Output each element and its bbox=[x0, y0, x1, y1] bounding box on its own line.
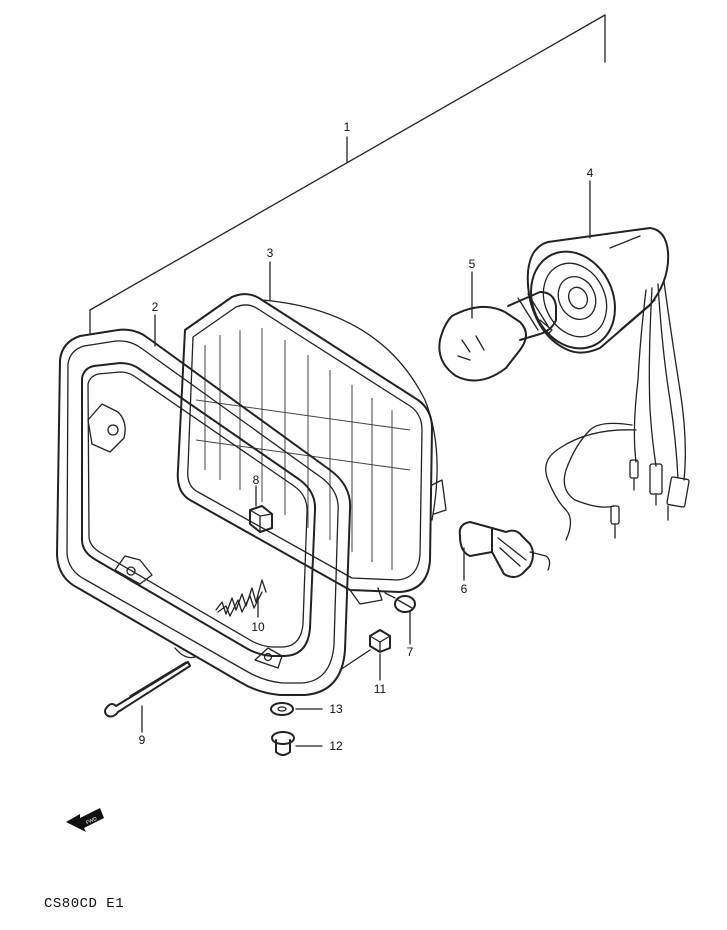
callout-1: 1 bbox=[344, 120, 351, 134]
nut-8 bbox=[249, 505, 273, 533]
callout-3: 3 bbox=[267, 246, 274, 260]
washer-13 bbox=[270, 702, 294, 716]
model-code: CS80CD E1 bbox=[44, 896, 125, 912]
callout-11: 11 bbox=[374, 682, 387, 696]
bulb-socket-with-wires bbox=[526, 227, 690, 541]
forward-arrow-icon: FWD bbox=[66, 808, 104, 832]
position-bulb bbox=[458, 521, 551, 578]
callout-8: 8 bbox=[253, 473, 260, 487]
callout-6: 6 bbox=[461, 582, 468, 596]
nut-11 bbox=[339, 629, 391, 671]
callout-9: 9 bbox=[139, 733, 146, 747]
main-bulb bbox=[438, 291, 557, 382]
callout-13: 13 bbox=[329, 702, 343, 716]
fwd-label: FWD bbox=[85, 816, 98, 826]
screw-7 bbox=[384, 592, 416, 613]
callout-12: 12 bbox=[329, 739, 343, 753]
callout-4: 4 bbox=[587, 166, 594, 180]
spring-10 bbox=[215, 579, 267, 617]
adjusting-screw-9 bbox=[104, 661, 191, 718]
bolt-12 bbox=[271, 731, 295, 756]
callout-5: 5 bbox=[469, 257, 476, 271]
headlamp-housing bbox=[176, 293, 447, 605]
callout-2: 2 bbox=[152, 300, 159, 314]
headlamp-rim bbox=[56, 328, 352, 696]
leader-lines bbox=[141, 180, 591, 747]
callout-10: 10 bbox=[251, 620, 265, 634]
assembly-leader-1 bbox=[89, 14, 606, 334]
callout-7: 7 bbox=[407, 645, 414, 659]
